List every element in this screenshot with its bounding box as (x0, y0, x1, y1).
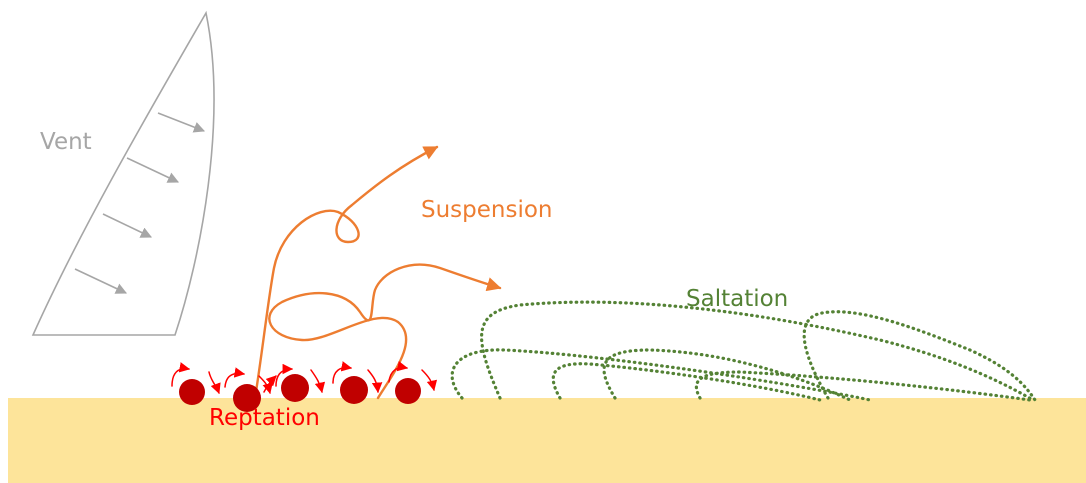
wind-arrow-2 (126, 157, 180, 183)
saltation-path-4 (694, 370, 1032, 402)
hop-arrow-3 (224, 367, 246, 388)
reptation-label: Reptation (209, 405, 320, 431)
suspension-trajectories (253, 145, 502, 400)
suspension-path-2 (268, 263, 502, 400)
grain-5 (395, 378, 421, 404)
wind-arrow-4 (74, 268, 128, 294)
hop-arrow-7 (332, 361, 353, 384)
saltation-path-1 (450, 348, 872, 402)
grain-1 (179, 379, 205, 405)
saltation-label: Saltation (686, 286, 789, 312)
hop-arrow-6 (310, 369, 326, 394)
hop-arrow-10 (421, 369, 438, 392)
hop-arrow-8 (367, 369, 383, 394)
saltation-trajectories (450, 300, 1037, 402)
suspension-label: Suspension (421, 197, 553, 223)
saltation-path-5 (802, 310, 1037, 402)
reptation-hops (171, 361, 438, 395)
saltation-path-6 (551, 362, 822, 402)
reptation-grains (179, 374, 421, 412)
ground-surface (8, 398, 1086, 483)
hop-arrow-2 (208, 371, 221, 394)
grain-4 (340, 376, 368, 404)
wind-profile-outline (31, 10, 215, 336)
saltation-path-3 (602, 348, 852, 402)
wind-arrow-3 (102, 213, 153, 238)
saltation-path-2 (480, 300, 1035, 402)
wind-velocity-profile (31, 10, 215, 336)
grain-3 (281, 374, 309, 402)
hop-arrow-1 (171, 362, 191, 387)
wind-arrow-1 (157, 112, 206, 133)
suspension-path-1 (253, 145, 439, 400)
vent-label: Vent (40, 129, 92, 155)
hop-arrow-9 (388, 361, 409, 383)
grain-2 (233, 384, 261, 412)
hop-arrow-11 (263, 375, 277, 393)
